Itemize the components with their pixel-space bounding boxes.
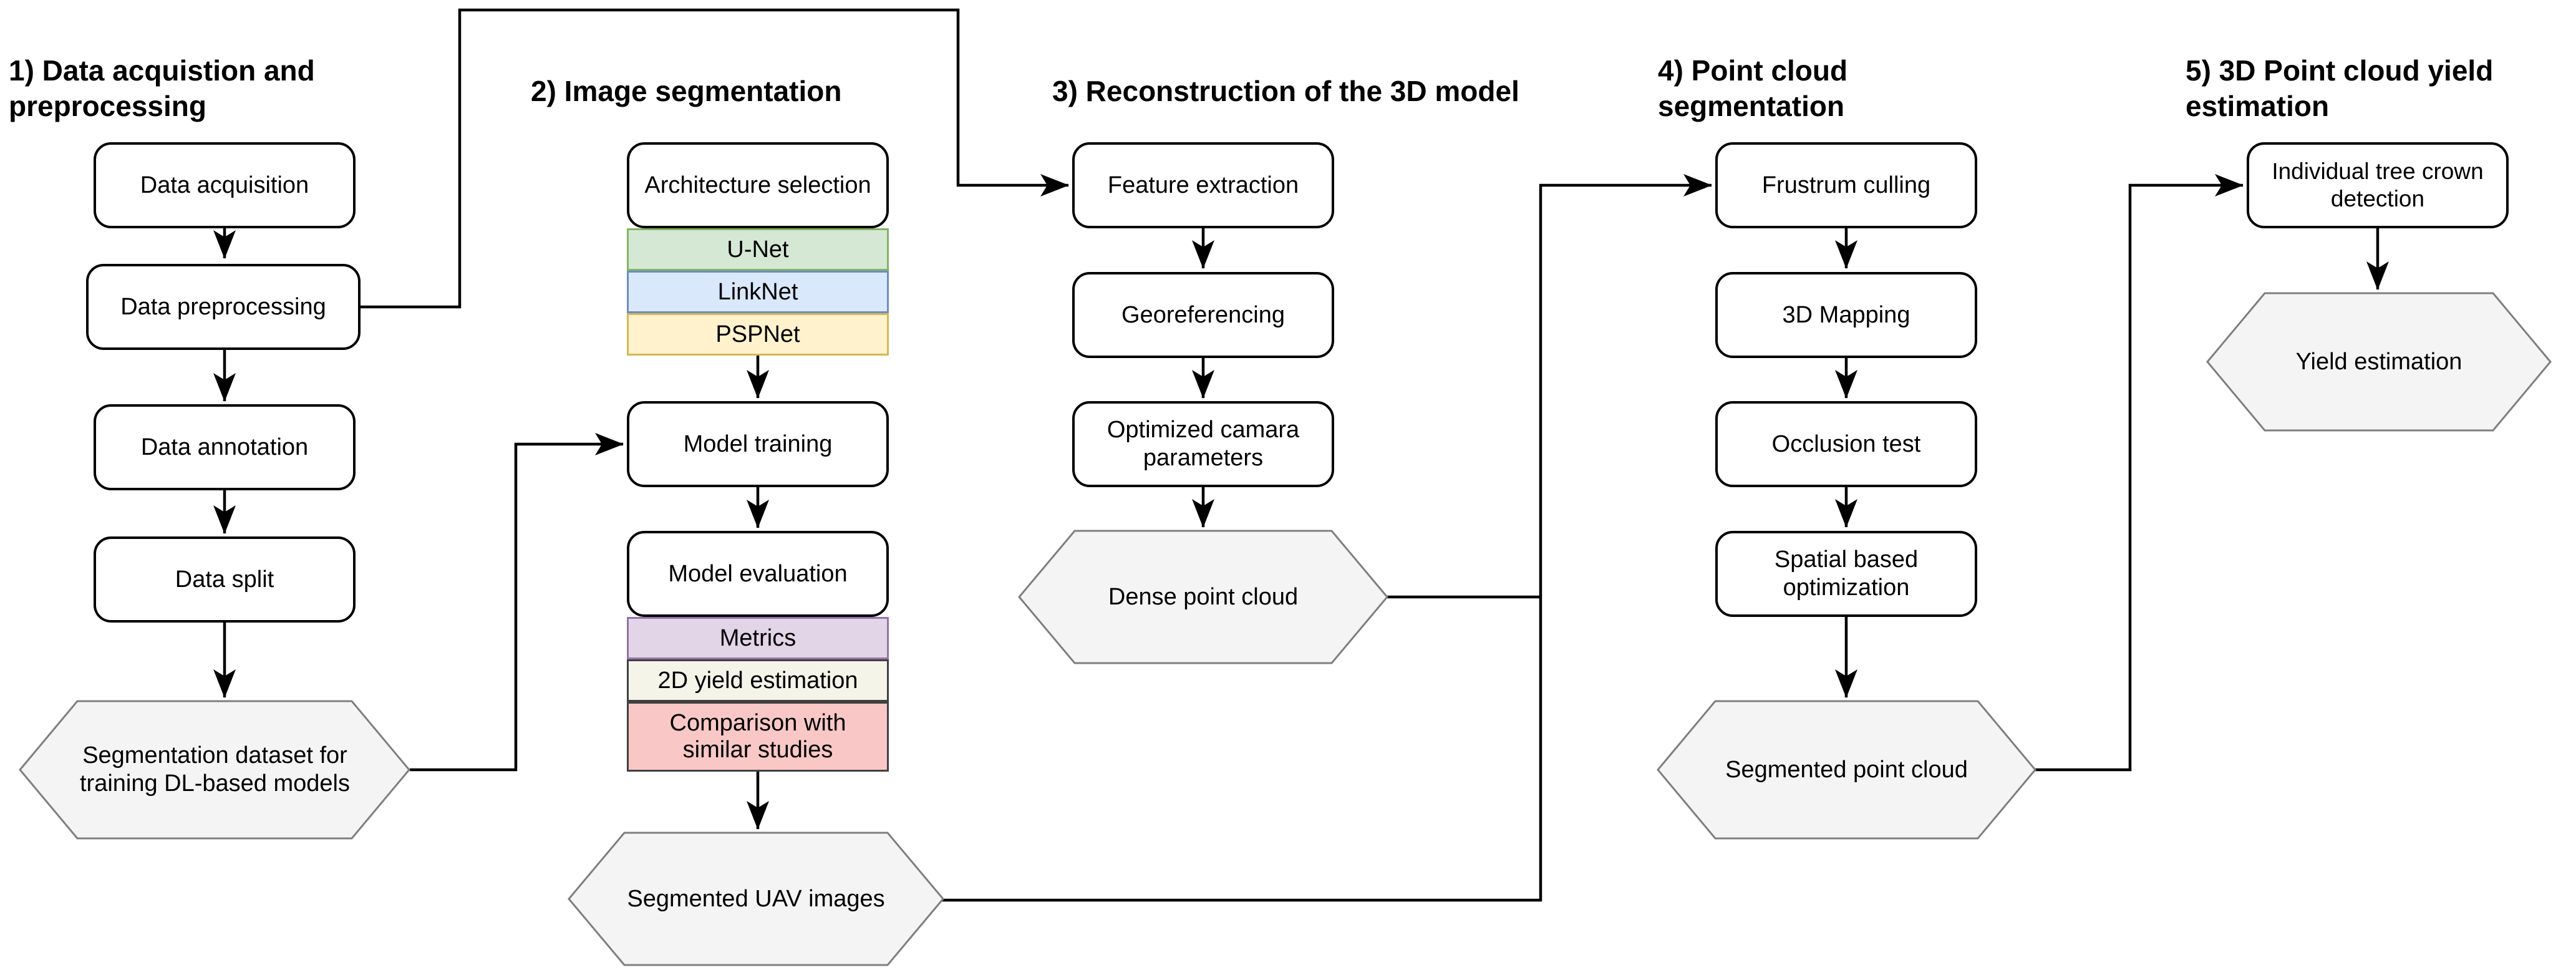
hexagon-yield-estimation [2206, 292, 2552, 432]
box-data-acquisition: Data acquisition [94, 142, 356, 228]
box-data-split: Data split [94, 536, 356, 623]
hexagon-segmented-point-cloud [1657, 700, 2036, 840]
box-data-preprocessing: Data preprocessing [86, 264, 361, 350]
box-feature-extraction: Feature extraction [1072, 142, 1334, 228]
edge-segmentation-dataset-to-model-training [410, 433, 624, 772]
box-individual-tree-crown-detection: Individual tree crown detection [2247, 142, 2509, 228]
stage5-title: 5) 3D Point cloud yield estimation [2186, 54, 2494, 123]
output-dense-point-cloud: Dense point cloud [1108, 583, 1299, 610]
arch-option-pspnet: PSPNet [627, 313, 889, 356]
box-3d-mapping: 3D Mapping [1715, 272, 1977, 358]
edge-segmented-uav-to-frustrum-culling [938, 174, 1712, 902]
stage3-title: 3) Reconstruction of the 3D model [1052, 75, 1519, 107]
output-segmented-uav-images: Segmented UAV images [627, 885, 885, 912]
box-architecture-selection: Architecture selection [627, 142, 889, 228]
output-yield-estimation: Yield estimation [2295, 348, 2462, 375]
stage1-title: 1) Data acquistion and preprocessing [9, 54, 315, 123]
box-occlusion-test: Occlusion test [1715, 401, 1977, 487]
edge-segmented-cloud-to-crown-detection [2035, 174, 2244, 772]
box-data-annotation: Data annotation [94, 404, 356, 490]
hexagon-segmentation-dataset [19, 700, 410, 840]
eval-option-comparison-similar-studies: Comparison with similar studies [627, 702, 889, 772]
stage2-title: 2) Image segmentation [531, 75, 842, 107]
hexagon-segmented-uav-images [568, 832, 944, 966]
box-georeferencing: Georeferencing [1072, 272, 1334, 358]
eval-option-metrics: Metrics [627, 617, 889, 659]
edge-preprocessing-to-feature-extraction [361, 8, 1069, 309]
stage4-title: 4) Point cloud segmentation [1658, 54, 1848, 123]
box-model-training: Model training [627, 401, 889, 487]
eval-option-2d-yield-estimation: 2D yield estimation [627, 659, 889, 702]
arch-option-linknet: LinkNet [627, 271, 889, 313]
box-spatial-based-optimization: Spatial based optimization [1715, 531, 1977, 617]
arch-option-unet: U-Net [627, 228, 889, 271]
hexagon-dense-point-cloud [1018, 530, 1388, 664]
output-segmented-point-cloud: Segmented point cloud [1725, 756, 1968, 783]
box-frustrum-culling: Frustrum culling [1715, 142, 1977, 228]
box-model-evaluation: Model evaluation [627, 531, 889, 617]
box-optimized-camera-parameters: Optimized camara parameters [1072, 401, 1334, 487]
output-segmentation-dataset: Segmentation dataset for training DL-bas… [79, 742, 350, 797]
